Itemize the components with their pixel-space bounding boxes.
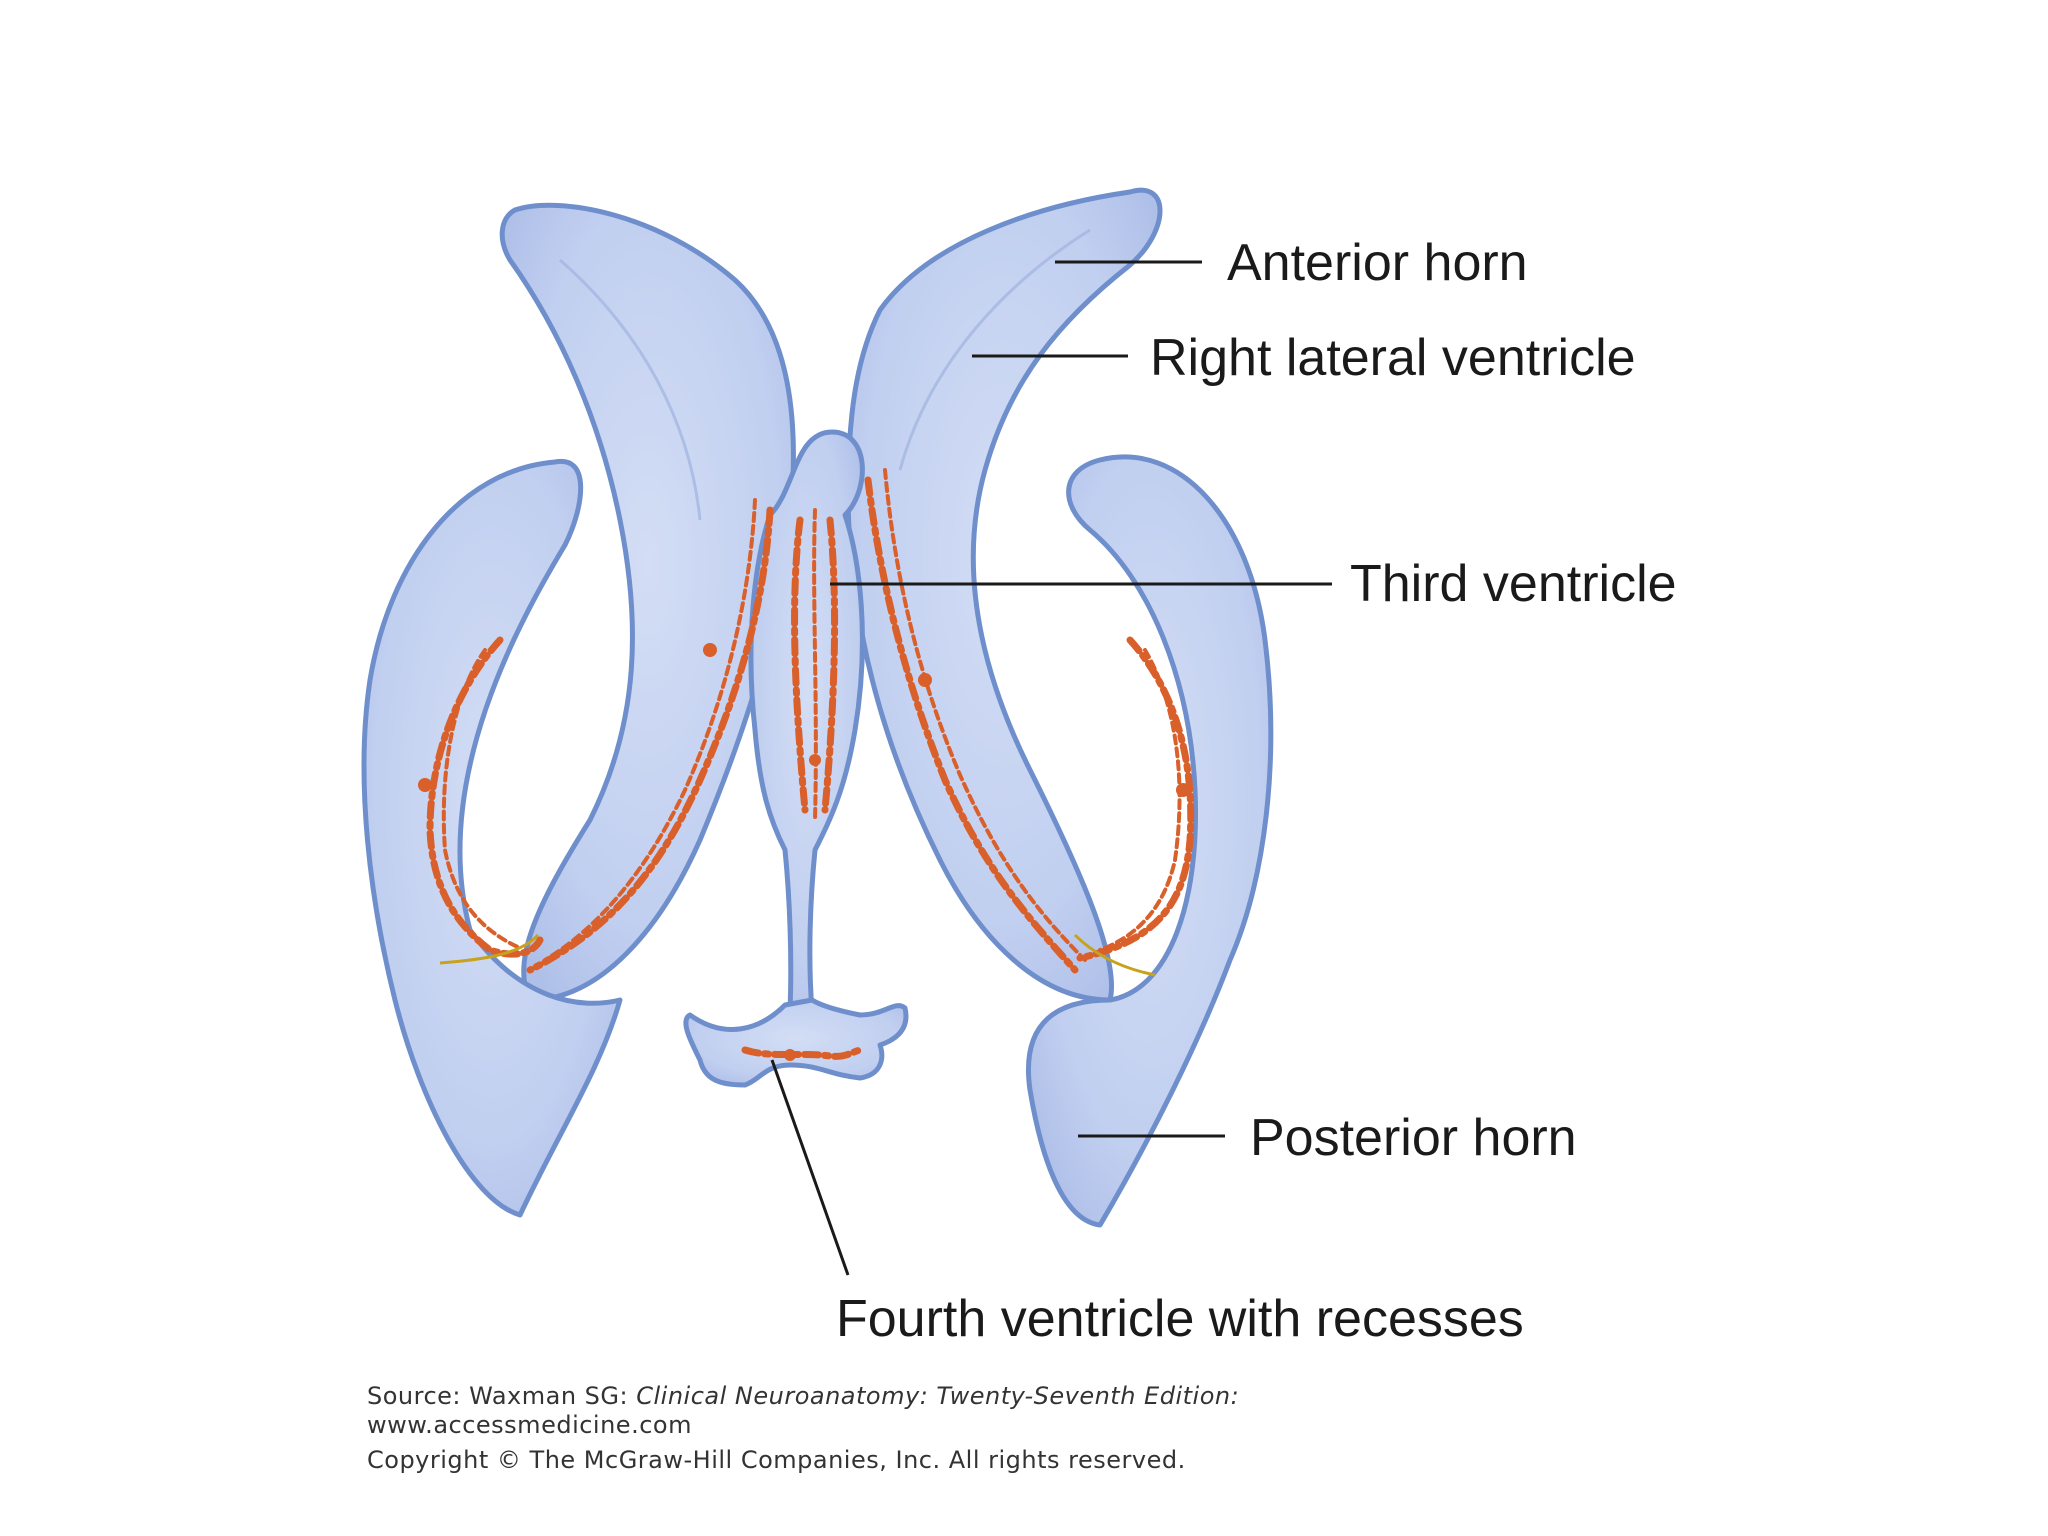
choroid-plexus-left-inner-fine (543, 498, 757, 962)
left-ventricle-shade (559, 258, 702, 521)
leader-fourth-ventricle (770, 1059, 850, 1276)
choroid-plexus-fourth-ventricle (741, 1046, 864, 1060)
source-url: www.accessmedicine.com (367, 1411, 692, 1439)
copyright-notice: Copyright © The McGraw-Hill Companies, I… (367, 1446, 1186, 1474)
plexus-knot (918, 673, 932, 687)
label-third-ventricle: Third ventricle (1350, 555, 1677, 613)
left-lateral-ventricle-body (499, 202, 796, 1003)
choroid-plexus-right-outer-fine (1098, 648, 1182, 952)
source-prefix: Source: Waxman SG: (367, 1382, 637, 1410)
left-junction-line (439, 933, 540, 965)
fourth-ventricle (683, 997, 909, 1088)
choroid-plexus-third-ventricle-left (791, 516, 809, 814)
label-anterior-horn: Anterior horn (1227, 234, 1528, 292)
left-inferior-horn (361, 458, 623, 1218)
label-posterior-horn: Posterior horn (1250, 1109, 1577, 1167)
plexus-knot (703, 643, 717, 657)
choroid-plexus-left-outer-fine (441, 648, 522, 950)
choroid-plexus-right-outer (1076, 636, 1195, 962)
right-ventricle-shade (898, 228, 1091, 471)
choroid-plexus-right-inner (864, 476, 1079, 974)
choroid-plexus-right-inner-fine (883, 468, 1087, 962)
right-inferior-horn (1026, 454, 1274, 1228)
plexus-knot (784, 1049, 796, 1061)
label-right-lateral-ventricle: Right lateral ventricle (1150, 329, 1636, 387)
choroid-plexus-left-outer (426, 636, 544, 958)
source-credit: Source: Waxman SG: Clinical Neuroanatomy… (367, 1384, 1239, 1408)
choroid-plexus-left-inner (526, 506, 774, 974)
right-junction-line (1073, 933, 1156, 977)
label-fourth-ventricle: Fourth ventricle with recesses (836, 1290, 1524, 1348)
choroid-plexus-third-ventricle-center (812, 508, 818, 822)
plexus-knot (1176, 783, 1190, 797)
choroid-plexus-third-ventricle-right (821, 516, 839, 814)
right-lateral-ventricle-body (845, 187, 1163, 1003)
source-title: Clinical Neuroanatomy: Twenty-Seventh Ed… (636, 1382, 1240, 1410)
plexus-knot (418, 778, 432, 792)
plexus-knot (809, 754, 821, 766)
